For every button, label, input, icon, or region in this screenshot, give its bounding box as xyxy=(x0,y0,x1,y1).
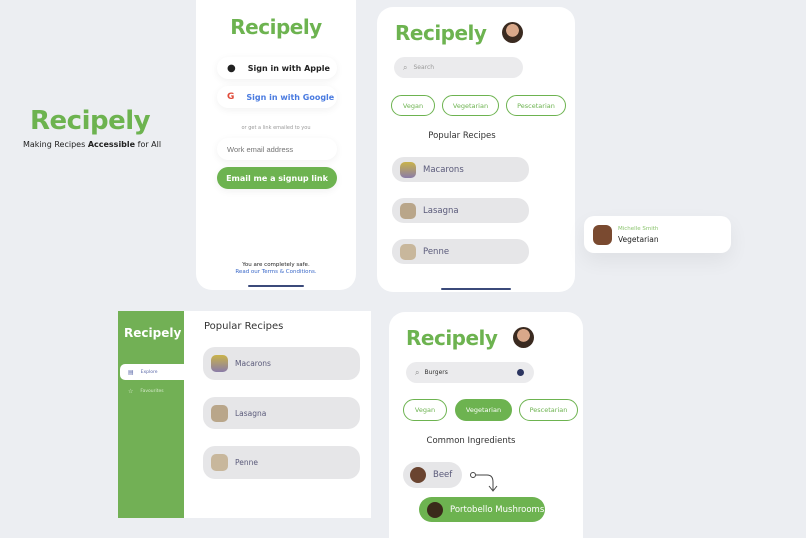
tagline-text: Making Recipes xyxy=(23,140,88,149)
recipe-name: Penne xyxy=(235,458,258,467)
home-indicator xyxy=(441,288,511,290)
search-screen-title: Recipely xyxy=(406,326,498,350)
nav-favourites[interactable]: ☆ Favourites xyxy=(120,385,164,397)
search-icon: ⌕ xyxy=(415,367,420,377)
signup-screen: Recipely ● Sign in with Apple G Sign in wi… xyxy=(196,0,356,290)
apple-icon: ● xyxy=(227,62,236,74)
nav-label: Explore xyxy=(140,369,158,375)
nav-label: Favourites xyxy=(140,388,164,394)
substitute-chip[interactable]: Portobello Mushrooms xyxy=(419,497,545,522)
home-title: Recipely xyxy=(395,21,487,45)
user-avatar[interactable] xyxy=(502,22,523,43)
recipe-name: Macarons xyxy=(235,359,271,368)
search-input[interactable]: ⌕ Search xyxy=(394,57,523,78)
sidebar-curve xyxy=(184,311,204,518)
notification-name: Michelle Smith xyxy=(618,226,659,232)
recipe-name: Lasagna xyxy=(423,205,459,216)
recipe-item[interactable]: Lasagna xyxy=(203,397,360,429)
substitute-name: Portobello Mushrooms xyxy=(450,504,545,515)
calendar-icon: ▤ xyxy=(128,368,134,376)
search-icon: ⌕ xyxy=(403,62,408,72)
chip-pescetarian[interactable]: Pescetarian xyxy=(519,399,578,421)
safe-text: You are completely safe. xyxy=(242,262,310,268)
section-title: Common Ingredients xyxy=(426,436,516,446)
google-icon: G xyxy=(227,92,235,102)
terms-link[interactable]: Read our Terms & Conditions. xyxy=(235,269,317,275)
recipe-thumbnail xyxy=(211,355,228,372)
home-indicator xyxy=(248,285,304,287)
email-input[interactable] xyxy=(217,138,337,160)
email-signup-button[interactable]: Email me a signup link xyxy=(217,167,337,189)
tablet-screen: Recipely ▤ Explore ☆ Favourites Popular Re… xyxy=(118,311,371,518)
brand-tagline: Making Recipes Accessible for All xyxy=(23,140,161,149)
google-label: Sign in with Google xyxy=(246,92,335,102)
search-value: Burgers xyxy=(424,369,448,376)
google-signin-button[interactable]: G Sign in with Google xyxy=(217,86,337,108)
chip-vegan[interactable]: Vegan xyxy=(403,399,447,421)
recipe-thumbnail xyxy=(400,243,416,260)
notification-avatar xyxy=(593,225,612,245)
tablet-section-title: Popular Recipes xyxy=(204,321,284,332)
ingredient-name: Beef xyxy=(433,470,453,480)
section-title: Popular Recipes xyxy=(428,131,496,141)
recipe-name: Macarons xyxy=(423,164,464,175)
user-avatar[interactable] xyxy=(513,327,534,348)
nav-explore[interactable]: ▤ Explore xyxy=(120,364,186,380)
ingredient-chip[interactable]: Beef xyxy=(403,462,462,488)
clear-search-icon[interactable] xyxy=(517,369,524,376)
brand-logo: Recipely xyxy=(30,106,151,136)
recipe-item[interactable]: Penne xyxy=(392,239,529,264)
recipe-item[interactable]: Lasagna xyxy=(392,198,529,223)
recipe-name: Penne xyxy=(423,246,450,257)
chip-pescetarian[interactable]: Pescetarian xyxy=(506,95,566,116)
search-placeholder: Search xyxy=(413,64,435,71)
recipe-thumbnail xyxy=(211,404,228,422)
sidebar xyxy=(118,311,184,518)
recipe-item[interactable]: Macarons xyxy=(392,157,529,182)
search-input[interactable]: ⌕ Burgers xyxy=(406,362,534,383)
chip-vegan[interactable]: Vegan xyxy=(391,95,435,116)
tagline-bold: Accessible xyxy=(87,140,136,149)
chip-vegetarian[interactable]: Vegetarian xyxy=(442,95,499,116)
apple-signin-button[interactable]: ● Sign in with Apple xyxy=(217,57,337,79)
chip-vegetarian-selected[interactable]: Vegetarian xyxy=(455,399,512,421)
recipe-name: Lasagna xyxy=(235,408,267,418)
mobile-home-screen: Recipely ⌕ Search Vegan Vegetarian Pescet… xyxy=(377,7,575,292)
notification-card[interactable]: Michelle Smith Vegetarian xyxy=(584,216,731,253)
substitute-arrow-icon xyxy=(470,472,498,492)
signup-title: Recipely xyxy=(230,15,322,39)
or-text: or get a link emailed to you xyxy=(241,125,311,131)
recipe-item[interactable]: Macarons xyxy=(203,347,360,380)
recipe-item[interactable]: Penne xyxy=(203,446,360,479)
sidebar-title: Recipely xyxy=(124,326,182,340)
recipe-thumbnail xyxy=(400,202,416,219)
ingredient-thumbnail xyxy=(410,467,426,483)
notification-text: Vegetarian xyxy=(618,235,659,244)
mobile-search-screen: Recipely ⌕ Burgers Vegan Vegetarian Pesce… xyxy=(389,312,583,538)
recipe-thumbnail xyxy=(400,161,416,178)
apple-label: Sign in with Apple xyxy=(247,63,330,73)
star-icon: ☆ xyxy=(128,387,134,395)
tagline-text-end: for All xyxy=(135,140,162,149)
recipe-thumbnail xyxy=(211,454,228,471)
substitute-thumbnail xyxy=(427,501,443,518)
